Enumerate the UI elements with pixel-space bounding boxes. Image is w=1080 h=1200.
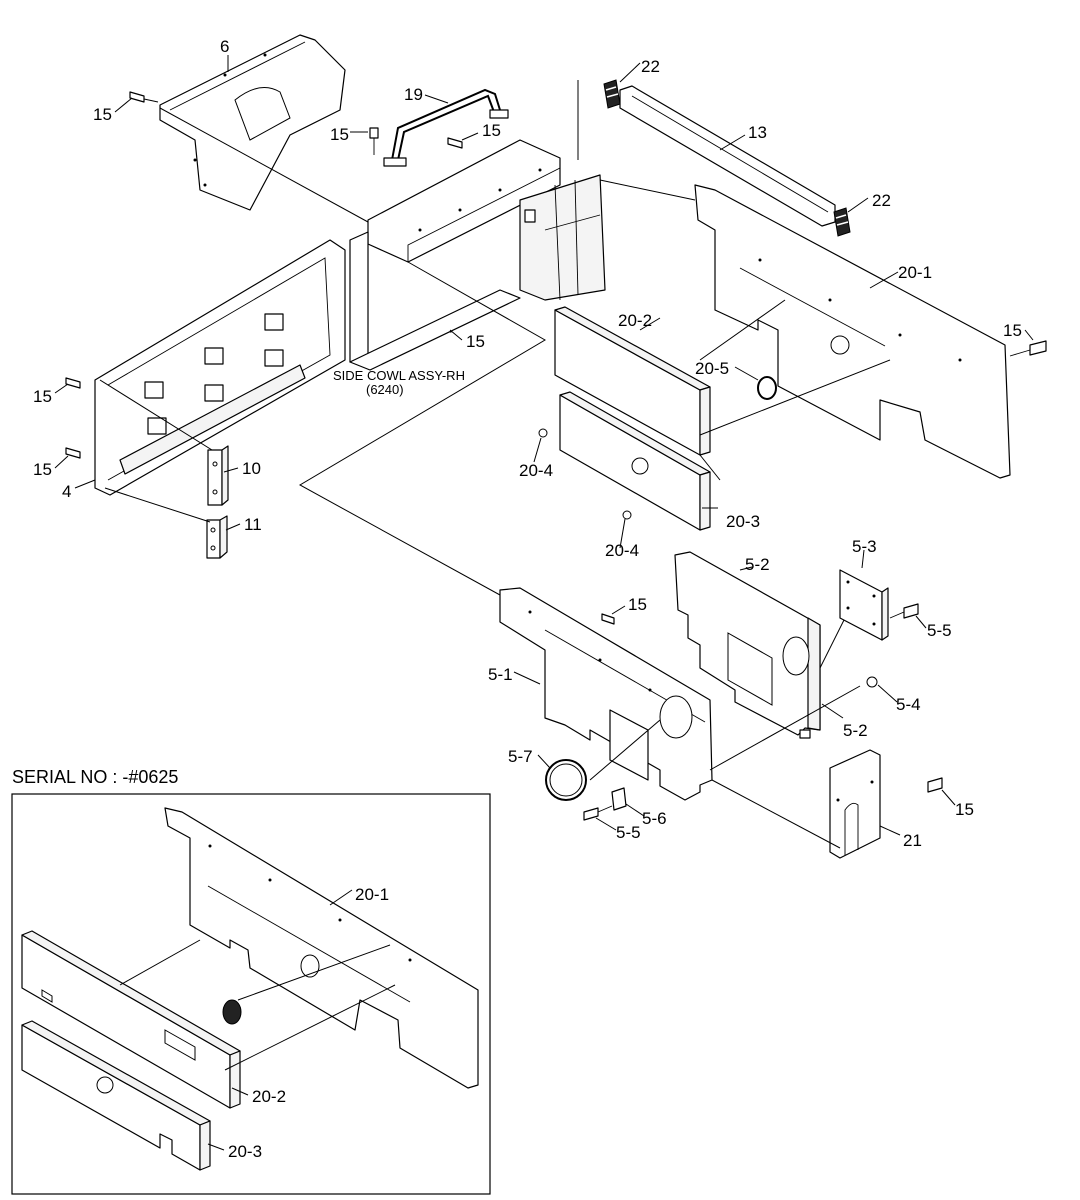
- label-22-a: 22: [641, 57, 660, 76]
- label-22-b: 22: [872, 191, 891, 210]
- part-20-2-block: [554, 306, 711, 456]
- label-15-g: 15: [33, 460, 52, 479]
- part-20-3-block: [559, 391, 711, 531]
- part-5-2-panel: [674, 551, 821, 739]
- part-21-bracket: [829, 749, 881, 859]
- part-5-1-panel: [499, 587, 713, 801]
- label-5-5-b: 5-5: [616, 823, 641, 842]
- part-4-side-panel: [94, 239, 346, 496]
- label-5-6: 5-6: [642, 809, 667, 828]
- label-20-5: 20-5: [695, 359, 729, 378]
- label-15-d: 15: [1003, 321, 1022, 340]
- label-20-4-b: 20-4: [605, 541, 639, 560]
- bolt-15-b: [369, 127, 379, 155]
- part-11-bracket: [206, 515, 228, 559]
- inset-part-20-1: [164, 807, 479, 1089]
- part-5-5-bolt-a: [889, 603, 919, 619]
- part-19-handle: [383, 88, 509, 167]
- callout-labels: 6 15 19 15 15 22 13 22 20-1 15 20-2 20-5…: [33, 37, 1022, 850]
- label-5-7: 5-7: [508, 747, 533, 766]
- bolt-15-d: [1009, 340, 1047, 357]
- label-5-4: 5-4: [896, 695, 921, 714]
- side-cowl-assy-frame: [349, 139, 606, 371]
- label-20-1: 20-1: [898, 263, 932, 282]
- bolt-15-f: [65, 377, 81, 389]
- label-20-4-a: 20-4: [519, 461, 553, 480]
- serial-inset: SERIAL NO : -#0625 20-1 20-2 20-3: [11, 767, 491, 1195]
- label-6: 6: [220, 37, 229, 56]
- label-5-1: 5-1: [488, 665, 513, 684]
- inset-label-20-1: 20-1: [355, 885, 389, 904]
- inset-label-20-3: 20-3: [228, 1142, 262, 1161]
- part-13-strip: [619, 85, 836, 227]
- label-11: 11: [244, 515, 262, 534]
- part-22-clip-top: [603, 79, 621, 109]
- bolt-15-h: [601, 613, 615, 625]
- part-6-top-plate: [159, 34, 346, 211]
- part-5-5-bolt-b: [583, 805, 613, 821]
- part-5-3-plate: [839, 569, 889, 641]
- label-15-c: 15: [482, 121, 501, 140]
- bolt-15-a: [129, 91, 159, 103]
- label-15-f: 15: [33, 387, 52, 406]
- part-5-4-pin: [866, 676, 878, 688]
- part-20-4-pin-b: [622, 510, 632, 520]
- side-cowl-title: SIDE COWL ASSY-RH: [333, 368, 465, 383]
- part-22-clip-bottom: [833, 207, 851, 237]
- inset-label-20-2: 20-2: [252, 1087, 286, 1106]
- label-5-2-a: 5-2: [745, 555, 770, 574]
- part-5-6-clip: [611, 787, 627, 811]
- label-15-a: 15: [93, 105, 112, 124]
- label-15-e: 15: [466, 332, 485, 351]
- label-15-i: 15: [955, 800, 974, 819]
- label-5-3: 5-3: [852, 537, 877, 556]
- label-21: 21: [903, 831, 922, 850]
- part-20-4-pin-a: [538, 428, 548, 438]
- label-13: 13: [748, 123, 767, 142]
- label-19: 19: [404, 85, 423, 104]
- part-20-5-grommet: [757, 376, 777, 400]
- bolt-15-c: [447, 137, 463, 149]
- part-5-7-ring: [545, 759, 587, 801]
- bolt-15-g: [65, 447, 81, 459]
- bolt-15-i: [927, 777, 943, 793]
- label-15-b: 15: [330, 125, 349, 144]
- label-20-3: 20-3: [726, 512, 760, 531]
- inset-frame: [11, 793, 491, 1195]
- label-10: 10: [242, 459, 261, 478]
- label-20-2: 20-2: [618, 311, 652, 330]
- side-cowl-ref: (6240): [366, 382, 404, 397]
- leader-lines: [54, 55, 1034, 849]
- label-4: 4: [62, 482, 71, 501]
- label-5-2-b: 5-2: [843, 721, 868, 740]
- label-5-5-a: 5-5: [927, 621, 952, 640]
- serial-label: SERIAL NO : -#0625: [12, 767, 178, 787]
- part-20-1-panel: [694, 184, 1011, 479]
- part-10-bracket: [207, 445, 229, 506]
- label-15-h: 15: [628, 595, 647, 614]
